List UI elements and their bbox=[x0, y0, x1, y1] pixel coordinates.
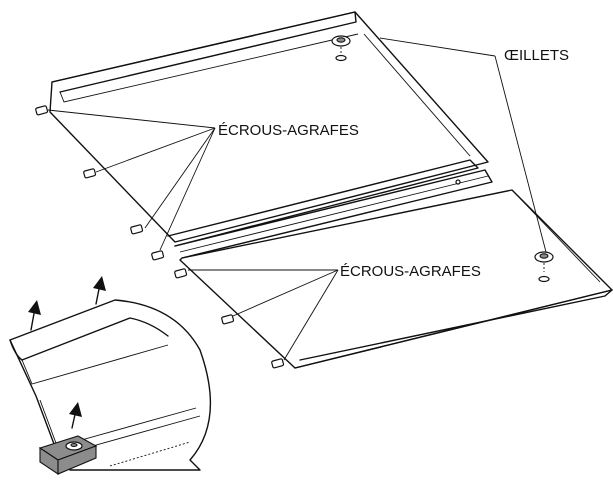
channel-inner-line bbox=[179, 175, 489, 253]
clip-nuts-label-bottom: ÉCROUS-AGRAFES bbox=[340, 263, 481, 280]
grommets-label: ŒILLETS bbox=[504, 47, 569, 64]
grommet-icon bbox=[534, 251, 554, 283]
inset-serrated-edge bbox=[109, 441, 191, 467]
upper-panel-side-edge bbox=[363, 33, 471, 157]
channel-hole bbox=[455, 179, 461, 185]
inset-fold-lower bbox=[21, 344, 169, 385]
lower-panel-side-edge bbox=[511, 189, 601, 283]
clip-nut-icon bbox=[38, 435, 98, 476]
clip-nuts-label-top: ÉCROUS-AGRAFES bbox=[218, 122, 359, 139]
lower-panel bbox=[179, 189, 613, 369]
clip-nut-icon bbox=[35, 105, 285, 369]
arrow-up-icon bbox=[69, 402, 82, 429]
lower-panel-front-flange bbox=[294, 289, 613, 369]
middle-channel bbox=[167, 159, 493, 259]
inset-fold bbox=[9, 317, 169, 361]
leader-lines bbox=[47, 37, 547, 361]
grommet-icon bbox=[331, 35, 351, 62]
upper-panel bbox=[49, 11, 489, 243]
arrow-up-icon bbox=[93, 276, 106, 305]
upper-panel-fold-line bbox=[59, 33, 359, 103]
arrow-up-icon bbox=[28, 300, 41, 331]
upper-panel-top-flange bbox=[51, 11, 357, 93]
detail-inset bbox=[9, 276, 212, 476]
channel-edge-top bbox=[167, 159, 479, 247]
inset-outline bbox=[9, 299, 212, 471]
channel-edge-mid bbox=[174, 169, 493, 259]
